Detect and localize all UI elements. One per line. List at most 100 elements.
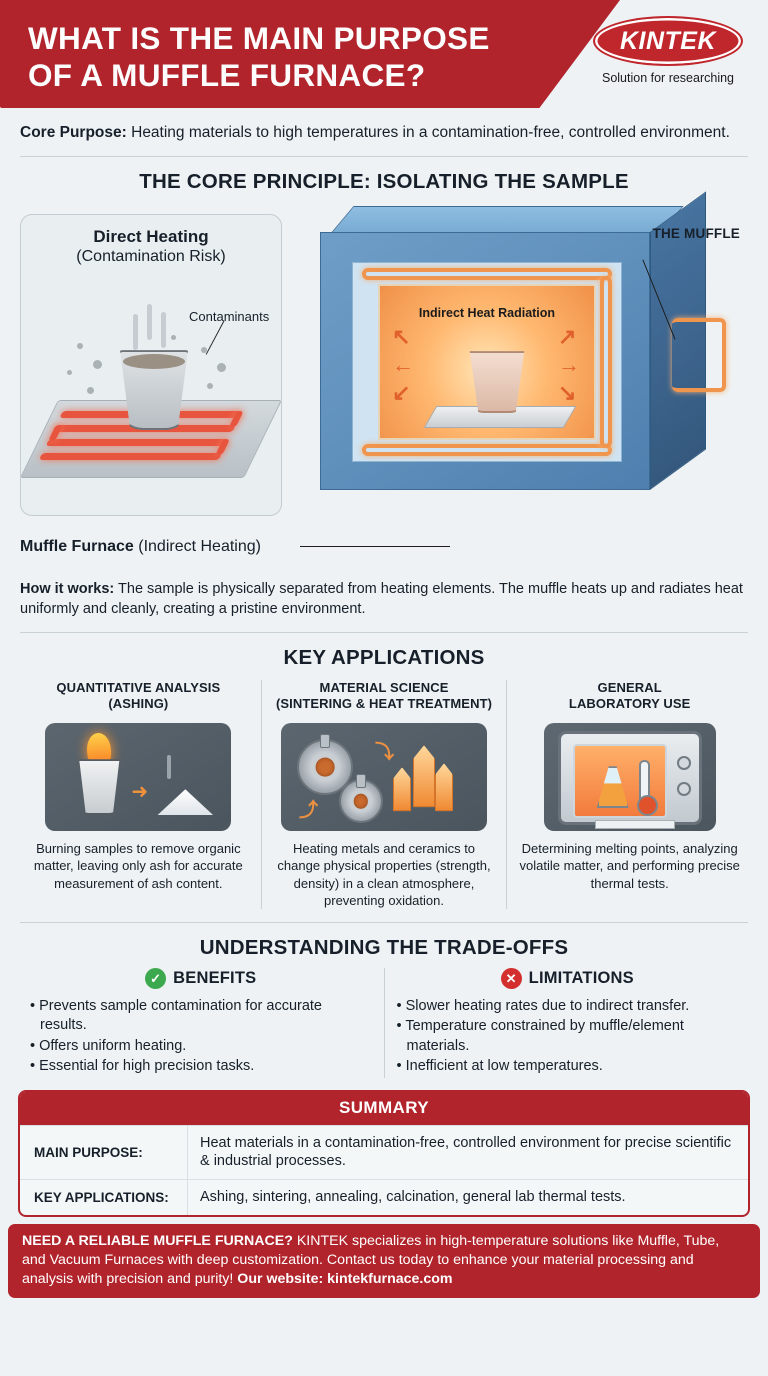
summary-row-key: MAIN PURPOSE: — [20, 1125, 188, 1180]
furnace-knob-lower-icon — [676, 782, 691, 797]
contaminants-leader-line — [205, 320, 249, 368]
crucible-icon — [79, 759, 120, 816]
heat-arrow-right-up: ↗ — [558, 324, 577, 350]
divider-after-applications — [20, 921, 748, 923]
application-heading: GENERAL LABORATORY USE — [516, 680, 743, 716]
page-header: WHAT IS THE MAIN PURPOSE OF A MUFFLE FUR… — [0, 0, 768, 112]
application-heading-line2: (ASHING) — [108, 696, 169, 712]
summary-row-value: Ashing, sintering, annealing, calcinatio… — [200, 1189, 626, 1206]
thermometer-icon — [636, 760, 658, 817]
limitations-heading-label: LIMITATIONS — [528, 968, 634, 987]
benefits-heading: ✓ BENEFITS — [30, 967, 372, 989]
cta-website[interactable]: Our website: kintekfurnace.com — [237, 1270, 453, 1287]
muffle-caption-leader-line — [300, 546, 450, 548]
logo-tagline: Solution for researching — [601, 71, 735, 85]
crucible-direct-illustration — [119, 350, 189, 431]
application-general-lab: GENERAL LABORATORY USE Determining melti… — [506, 680, 752, 909]
page-title-line1: WHAT IS THE MAIN PURPOSE — [28, 20, 490, 56]
arrow-curve-bottom-icon: ⤴ — [299, 800, 319, 822]
heat-arrow-left-mid: ← — [392, 352, 414, 378]
furnace-heating-coil-external — [672, 318, 726, 393]
summary-title: SUMMARY — [20, 1091, 748, 1125]
limitations-list: Slower heating rates due to indirect tra… — [397, 997, 739, 1077]
x-circle-icon: ✕ — [500, 967, 522, 989]
crystal-icon-center — [413, 745, 435, 808]
divider-after-core-purpose — [20, 156, 748, 158]
benefits-heading-label: BENEFITS — [173, 968, 257, 987]
limitations-heading: ✕ LIMITATIONS — [397, 967, 739, 989]
summary-row-key: KEY APPLICATIONS: — [20, 1180, 188, 1216]
check-circle-icon: ✓ — [145, 967, 167, 989]
tradeoffs-columns: ✓ BENEFITS Prevents sample contamination… — [18, 967, 751, 1078]
benefits-column: ✓ BENEFITS Prevents sample contamination… — [18, 967, 384, 1078]
furnace-window-icon — [572, 744, 675, 830]
heat-arrow-right-mid: → — [558, 352, 580, 378]
heat-arrow-right-down: ↘ — [558, 380, 577, 406]
how-it-works-label: How it works: — [20, 581, 115, 598]
section-title-core-principle: THE CORE PRINCIPLE: ISOLATING THE SAMPLE — [139, 170, 629, 194]
principle-diagram: Direct Heating (Contamination Risk) — [0, 191, 768, 574]
limitations-column: ✕ LIMITATIONS Slower heating rates due t… — [383, 967, 751, 1078]
summary-row-value: Heat materials in a contamination-free, … — [200, 1134, 732, 1170]
lab-furnace-icon — [543, 723, 716, 832]
direct-heating-title: Direct Heating — [93, 227, 209, 247]
cta-bold-lead: NEED A RELIABLE MUFFLE FURNACE? — [22, 1233, 293, 1250]
heat-arrow-left-down: ↙ — [392, 380, 411, 406]
page-title: WHAT IS THE MAIN PURPOSE OF A MUFFLE FUR… — [28, 20, 568, 94]
contaminants-label: Contaminants — [189, 309, 270, 325]
muffle-furnace-caption-rest: (Indirect Heating) — [133, 538, 261, 556]
application-heading-line1: MATERIAL SCIENCE — [319, 680, 449, 696]
furnace-body-icon — [557, 731, 702, 830]
application-quantitative-analysis: QUANTITATIVE ANALYSIS (ASHING) ➜ Burning… — [16, 680, 261, 909]
section-title-key-applications: KEY APPLICATIONS — [283, 646, 485, 670]
indirect-heat-radiation-label: Indirect Heat Radiation — [418, 306, 556, 321]
muffle-furnace-caption-bold: Muffle Furnace — [20, 538, 134, 556]
arrow-right-icon: ➜ — [131, 781, 149, 804]
section-title-tradeoffs: UNDERSTANDING THE TRADE-OFFS — [199, 935, 569, 959]
ash-pile-icon — [157, 789, 214, 816]
furnace-knob-upper-icon — [676, 756, 691, 771]
list-item: Offers uniform heating. — [30, 1037, 372, 1056]
logo-wordmark: KINTEK — [619, 26, 717, 55]
flask-icon — [596, 766, 629, 809]
direct-heating-panel: Direct Heating (Contamination Risk) — [19, 214, 283, 517]
application-description: Heating metals and ceramics to change ph… — [277, 841, 491, 908]
heat-arrow-left-up: ↖ — [392, 324, 411, 350]
smoke-wisp-icon — [167, 755, 172, 780]
application-description: Determining melting points, analyzing vo… — [519, 841, 740, 891]
how-it-works-body: The sample is physically separated from … — [20, 581, 743, 617]
kintek-logo: KINTEK Solution for researching — [582, 16, 754, 85]
application-material-science: MATERIAL SCIENCE (SINTERING & HEAT TREAT… — [260, 680, 507, 909]
logo-oval-shape: KINTEK — [593, 16, 743, 66]
gear-icon-large — [297, 734, 353, 796]
core-purpose-text: Heating materials to high temperatures i… — [126, 124, 730, 141]
applications-columns: QUANTITATIVE ANALYSIS (ASHING) ➜ Burning… — [16, 680, 752, 909]
summary-table: SUMMARY MAIN PURPOSE: Heat materials in … — [18, 1089, 750, 1218]
muffle-furnace-illustration: Indirect Heat Radiation ↖ ← ↙ ↗ → ↘ THE … — [300, 191, 748, 536]
benefits-list: Prevents sample contamination for accura… — [30, 997, 372, 1077]
crucible-inside-furnace — [469, 351, 525, 414]
gear-icon-small — [339, 774, 383, 824]
furnace-hearth-icon — [594, 820, 675, 830]
list-item: Temperature constrained by muffle/elemen… — [397, 1017, 739, 1056]
the-muffle-label: THE MUFFLE — [652, 226, 740, 242]
divider-after-principle — [20, 632, 748, 634]
sintering-icon: ⤵ ⤴ — [281, 723, 487, 832]
application-heading-line1: QUANTITATIVE ANALYSIS — [56, 680, 221, 696]
crystal-icon-right — [435, 763, 453, 812]
list-item: Inefficient at low temperatures. — [397, 1057, 739, 1076]
application-heading: MATERIAL SCIENCE (SINTERING & HEAT TREAT… — [271, 680, 498, 716]
application-heading-line1: GENERAL — [597, 680, 662, 696]
application-description: Burning samples to remove organic matter… — [33, 841, 243, 891]
header-red-banner — [0, 0, 620, 108]
ashing-icon: ➜ — [45, 723, 232, 832]
direct-heating-subtitle: (Contamination Risk) — [76, 248, 226, 266]
furnace-heating-coil-top — [362, 268, 612, 281]
page-title-line2: OF A MUFFLE FURNACE? — [28, 57, 426, 94]
application-heading: QUANTITATIVE ANALYSIS (ASHING) — [25, 680, 252, 716]
cta-body-text: KINTEK specializes in high-temperature s… — [22, 1233, 720, 1287]
application-heading-line2: (SINTERING & HEAT TREATMENT) — [275, 696, 493, 712]
crystal-icon-left — [393, 767, 411, 812]
table-row: KEY APPLICATIONS: Ashing, sintering, ann… — [20, 1179, 748, 1216]
how-it-works-text: How it works: The sample is physically s… — [20, 580, 748, 619]
